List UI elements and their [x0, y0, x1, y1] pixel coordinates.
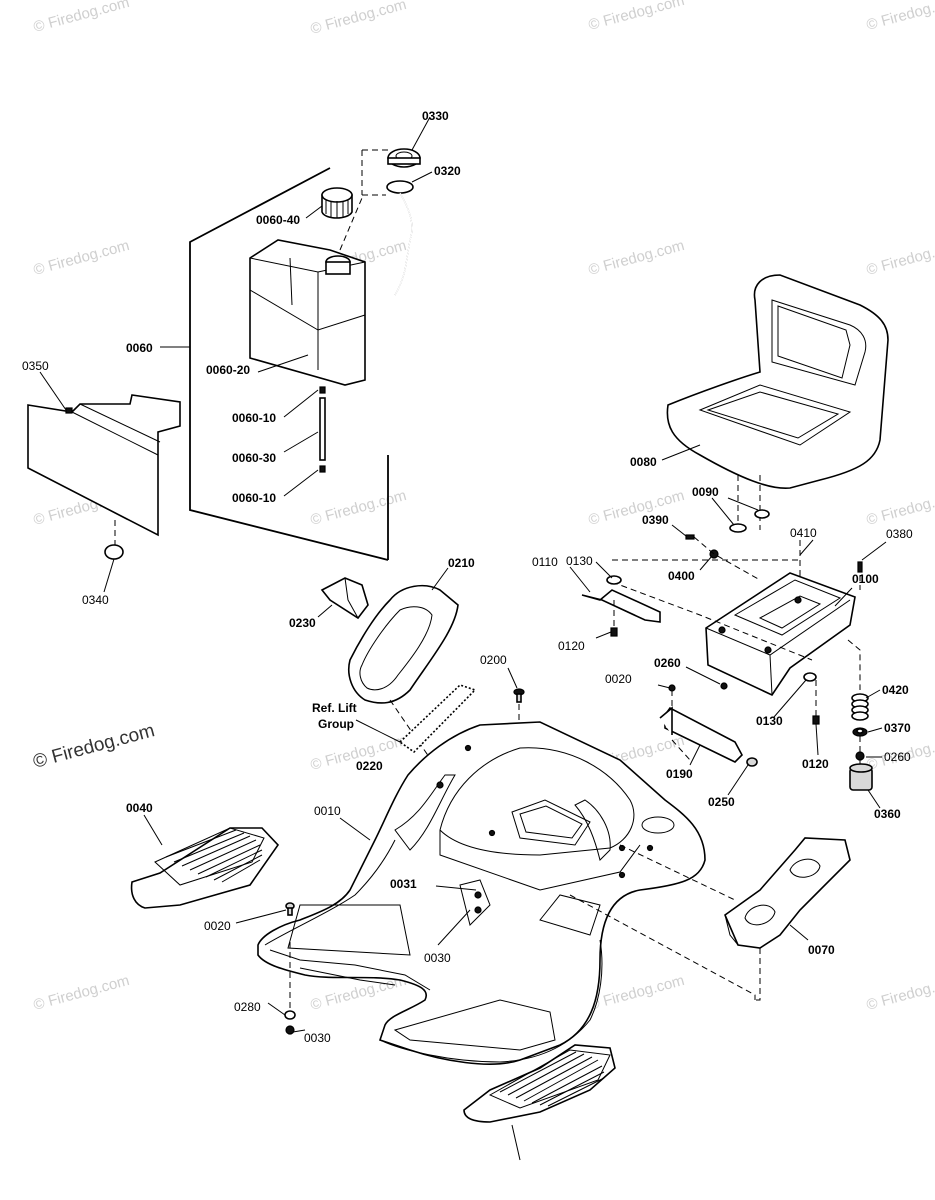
label-0220: 0220	[356, 759, 383, 773]
footrest-right	[463, 1044, 616, 1161]
label-0250: 0250	[708, 795, 735, 809]
label-0370: 0370	[884, 721, 911, 735]
cover-0230	[320, 577, 369, 620]
washer-0090	[729, 523, 747, 533]
part-labels: 0330 0320 0060-40 0060 0060-20 0060-10 0…	[22, 109, 913, 1045]
seat-pivot	[657, 666, 820, 796]
label-0390: 0390	[642, 513, 669, 527]
fitting-top	[319, 386, 326, 394]
watermark: © Firedog.com	[865, 237, 935, 279]
watermark: © Firedog.com	[32, 0, 132, 36]
label-0060-20: 0060-20	[206, 363, 250, 377]
label-0060-10: 0060-10	[232, 491, 276, 505]
watermark: © Firedog.com	[32, 972, 132, 1014]
chassis	[257, 721, 706, 1065]
label-0040: 0040	[126, 801, 153, 815]
label-0100: 0100	[852, 572, 879, 586]
label-0060: 0060	[126, 341, 153, 355]
label-0320: 0320	[434, 164, 461, 178]
label-0031: 0031	[390, 877, 417, 891]
label-0350: 0350	[22, 359, 49, 373]
guide-line	[569, 894, 756, 1000]
label-0060-40: 0060-40	[256, 213, 300, 227]
label-ref-lift-group: Group	[318, 717, 354, 731]
watermark: © Firedog.com	[587, 0, 687, 34]
fuel-tank-group	[160, 116, 433, 561]
label-0420: 0420	[882, 683, 909, 697]
label-0110: 0110	[532, 555, 558, 569]
label-0020: 0020	[605, 672, 632, 686]
watermark: © Firedog.com	[865, 0, 935, 34]
label-0260: 0260	[884, 750, 911, 764]
label-0120: 0120	[558, 639, 585, 653]
label-0210: 0210	[448, 556, 475, 570]
label-ref-lift: Ref. Lift	[312, 701, 357, 715]
plug-0340	[104, 544, 124, 560]
label-0360: 0360	[874, 807, 901, 821]
watermark: © Firedog.com	[587, 487, 687, 529]
label-0020: 0020	[204, 919, 231, 933]
label-0200: 0200	[480, 653, 507, 667]
label-0060-30: 0060-30	[232, 451, 276, 465]
group-bracket	[189, 167, 389, 561]
seat-bracket	[705, 572, 856, 697]
watermark: © Firedog.com	[309, 0, 409, 38]
lower-hardware	[235, 902, 306, 1035]
label-0090: 0090	[692, 485, 719, 499]
seat-slide	[569, 559, 813, 661]
fill-tray	[724, 837, 851, 949]
seat-spring	[847, 639, 883, 809]
footrest-left	[130, 814, 280, 909]
label-0120: 0120	[802, 757, 829, 771]
label-0380: 0380	[886, 527, 913, 541]
fuel-cap	[321, 187, 353, 219]
watermark: © Firedog.com	[309, 487, 409, 529]
fender-cover	[317, 567, 459, 771]
label-0080: 0080	[630, 455, 657, 469]
seat-hardware	[671, 475, 887, 590]
label-0010: 0010	[314, 804, 341, 818]
watermark: © Firedog.com	[32, 237, 132, 279]
label-0410: 0410	[790, 526, 817, 540]
pan-0210	[348, 584, 459, 704]
label-0060-10: 0060-10	[232, 411, 276, 425]
label-0280: 0280	[234, 1000, 261, 1014]
label-0330: 0330	[422, 109, 449, 123]
watermark: © Firedog.com	[587, 237, 687, 279]
label-0030: 0030	[304, 1031, 331, 1045]
label-0340: 0340	[82, 593, 109, 607]
guide-line	[619, 844, 736, 901]
spring-0420	[851, 693, 869, 721]
label-0130: 0130	[566, 554, 593, 568]
watermark-prominent: © Firedog.com	[31, 720, 157, 773]
label-0030: 0030	[424, 951, 451, 965]
pickup-tube	[319, 397, 326, 461]
mounting-plate	[27, 371, 181, 593]
fuel-tank	[249, 239, 366, 386]
label-0070: 0070	[808, 943, 835, 957]
ring-0320	[386, 180, 414, 194]
seat	[661, 274, 889, 489]
watermark: © Firedog.com	[865, 972, 935, 1014]
lift-strip	[355, 684, 477, 754]
fitting-bottom	[319, 465, 326, 473]
label-0230: 0230	[289, 616, 316, 630]
label-0190: 0190	[666, 767, 693, 781]
label-0260: 0260	[654, 656, 681, 670]
watermark: © Firedog.com	[865, 487, 935, 529]
label-0130: 0130	[756, 714, 783, 728]
label-0400: 0400	[668, 569, 695, 583]
